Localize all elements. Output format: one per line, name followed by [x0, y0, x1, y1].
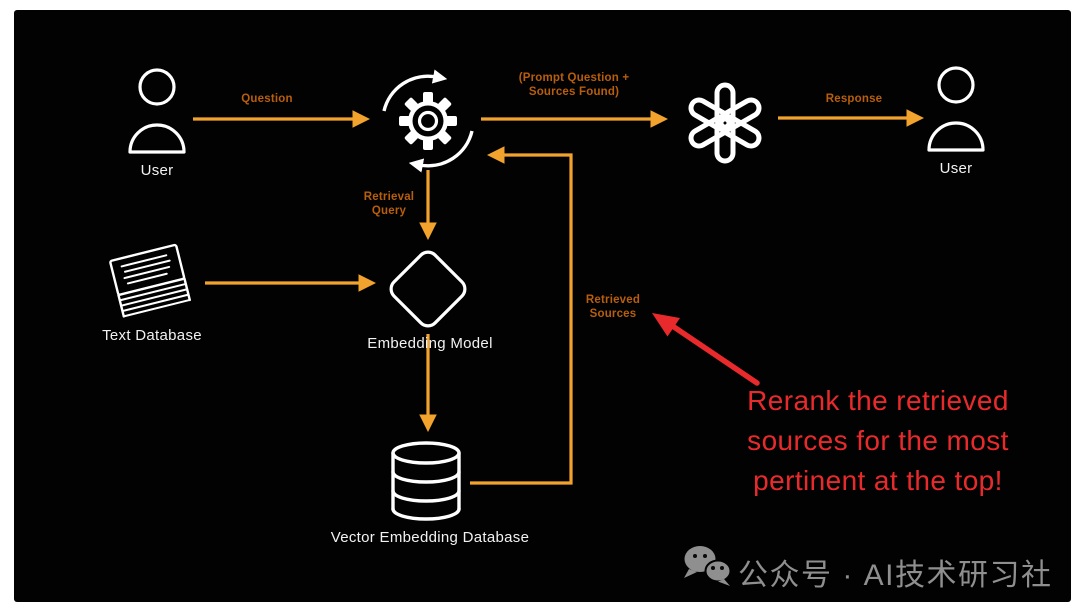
- paper-stack-icon: [109, 243, 191, 318]
- user-right-label: User: [939, 160, 973, 177]
- rerank-annotation-text: Rerank the retrieved sources for the mos…: [747, 381, 1009, 501]
- openai-logo-icon: [688, 82, 762, 164]
- rerank-annotation-arrow: [652, 313, 760, 386]
- user-icon: [927, 66, 985, 152]
- retrieved-sources-label-line2: Sources: [589, 308, 637, 320]
- gear-cycle-icon: [382, 69, 474, 173]
- retrieved-sources-edge-label: Retrieved Sources: [586, 293, 640, 321]
- question-edge-label: Question: [241, 93, 293, 105]
- rerank-annotation-line3: pertinent at the top!: [753, 465, 1003, 496]
- embedding-model-label: Embedding Model: [367, 335, 493, 352]
- retrieved-sources-loop-arrow: [470, 146, 573, 485]
- rounded-diamond-shape: [389, 250, 467, 328]
- prompt-edge-label: (Prompt Question + Sources Found): [519, 71, 630, 99]
- rerank-annotation-line2: sources for the most: [747, 425, 1009, 456]
- user-icon: [128, 68, 186, 154]
- response-edge-label: Response: [825, 93, 883, 105]
- wechat-icon: [684, 546, 732, 586]
- retrieval-query-edge-label: Retrieval Query: [364, 190, 414, 218]
- diagram-canvas: [14, 10, 1071, 602]
- prompt-edge-label-line1: (Prompt Question +: [518, 72, 630, 84]
- user-left-label: User: [140, 162, 174, 179]
- text-database-label: Text Database: [102, 327, 202, 344]
- vector-database-label: Vector Embedding Database: [330, 529, 530, 546]
- prompt-edge-label-line2: Sources Found): [528, 86, 620, 98]
- retrieval-query-label-line1: Retrieval: [363, 191, 415, 203]
- watermark-text: 公众号 · AI技术研习社: [738, 559, 1053, 592]
- database-cylinder-icon: [391, 441, 461, 521]
- retrieved-sources-label-line1: Retrieved: [585, 294, 641, 306]
- rerank-annotation-line1: Rerank the retrieved: [747, 385, 1009, 416]
- retrieval-query-label-line2: Query: [371, 205, 407, 217]
- connector-arrows: [193, 109, 925, 485]
